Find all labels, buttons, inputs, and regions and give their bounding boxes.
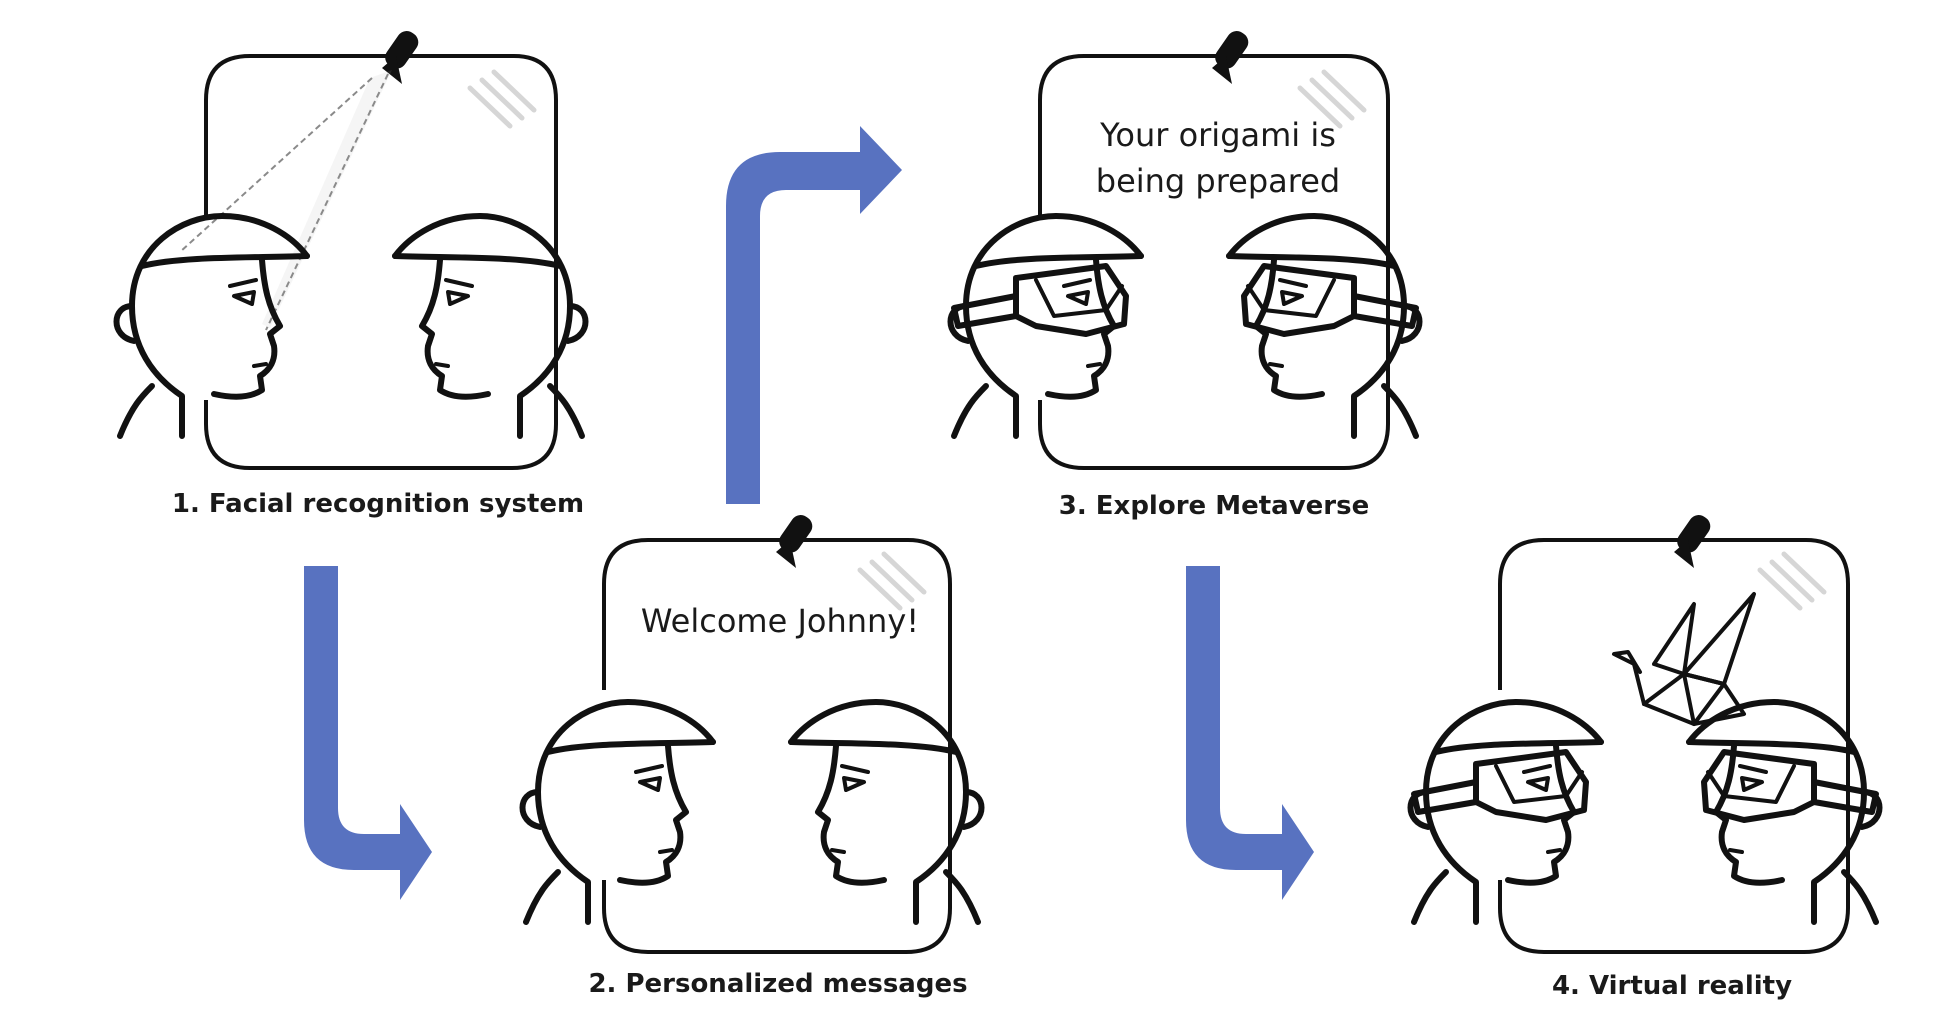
screen-message-line-2: being prepared — [1096, 162, 1340, 200]
flow-arrow-1-to-2 — [304, 566, 432, 900]
screen-frame — [1498, 538, 1850, 954]
step-1-panel — [117, 27, 586, 470]
person-head-icon — [791, 702, 982, 922]
screen-message: Welcome Johnny! — [641, 602, 919, 640]
origami-crane-icon — [1612, 592, 1756, 726]
screen-frame — [602, 538, 952, 954]
person-head-icon — [523, 702, 714, 922]
screen-message-line-1: Your origami is — [1099, 116, 1336, 154]
step-4-panel — [1411, 511, 1880, 954]
step-3-caption: 3. Explore Metaverse — [1059, 491, 1369, 521]
flow-arrow-2-to-3 — [726, 126, 902, 504]
screen-glare — [470, 72, 534, 126]
step-2-panel: Welcome Johnny! — [523, 511, 982, 954]
step-2-caption: 2. Personalized messages — [588, 969, 967, 999]
step-4-caption: 4. Virtual reality — [1552, 971, 1792, 1001]
screen-glare — [1760, 554, 1824, 608]
step-1-caption: 1. Facial recognition system — [172, 489, 584, 519]
camera-beam — [262, 70, 392, 328]
person-head-icon — [117, 216, 308, 436]
step-3-panel: Your origami is being prepared — [951, 27, 1420, 470]
screen-glare — [860, 554, 924, 608]
flow-arrow-3-to-4 — [1186, 566, 1314, 900]
